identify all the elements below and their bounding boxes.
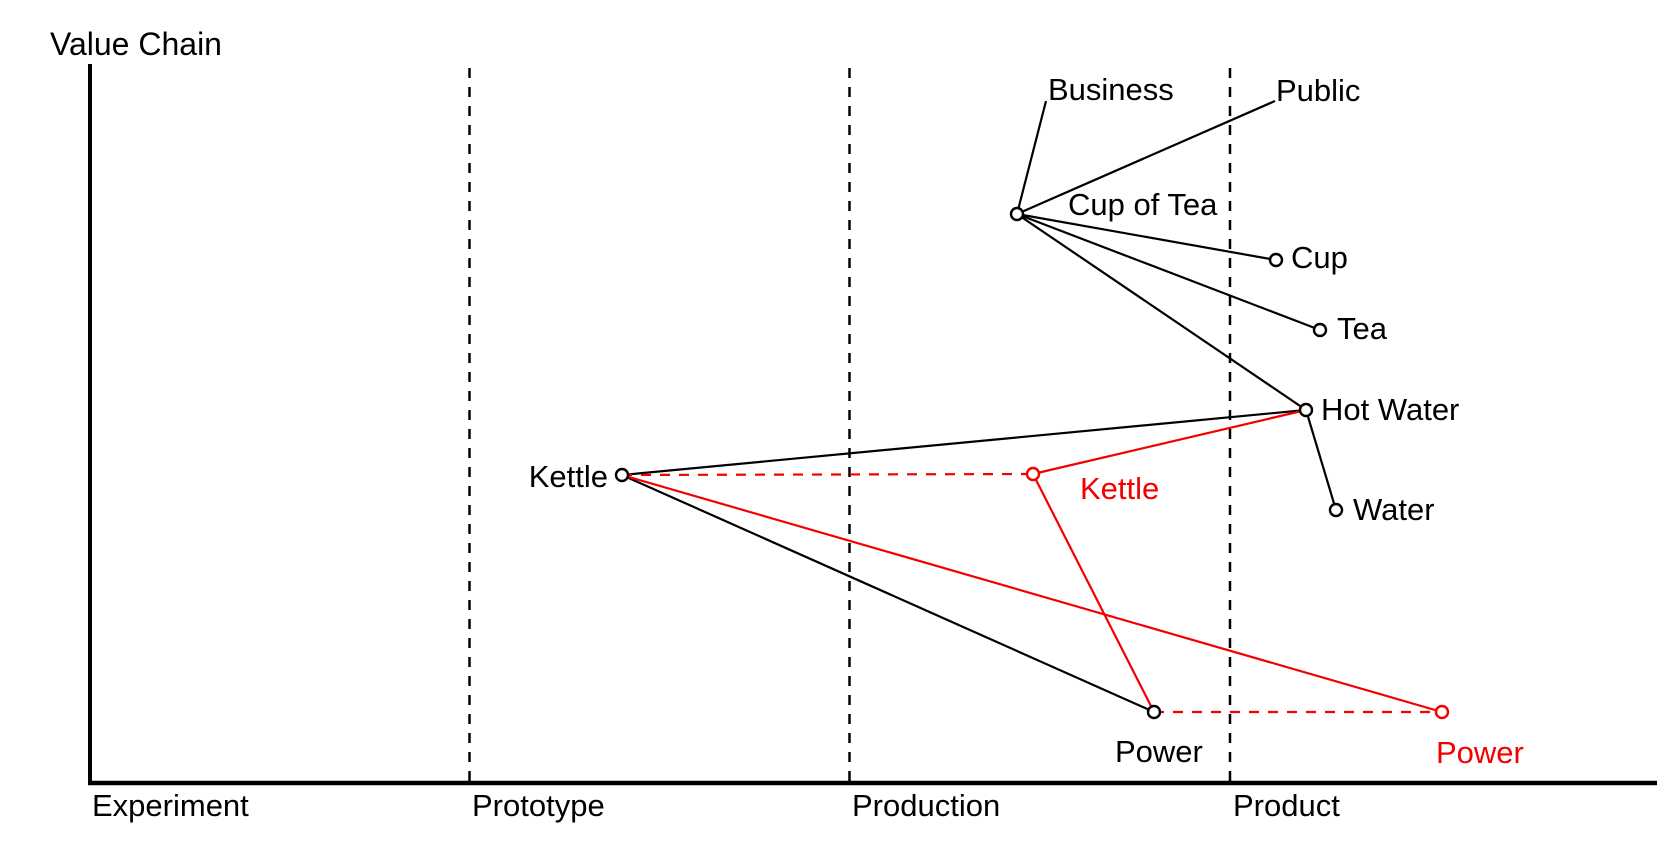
node-label-water: Water	[1353, 492, 1435, 527]
edge-hot-water-to-kettle-future	[1032, 408, 1307, 476]
stage-label-production: Production	[852, 788, 1000, 823]
node-label-public: Public	[1276, 73, 1360, 108]
node-kettle-now	[614, 467, 630, 483]
edge-kettle-now-to-power-future	[621, 473, 1443, 714]
node-label-cup: Cup	[1291, 240, 1348, 275]
node-label-power-future: Power	[1436, 735, 1524, 770]
edge-kettle-now-to-kettle-future	[621, 472, 1034, 477]
stage-label-experiment: Experiment	[92, 788, 249, 823]
edge-hot-water-to-kettle-now	[621, 408, 1307, 477]
node-tea	[1312, 322, 1328, 338]
node-label-tea: Tea	[1337, 311, 1388, 346]
edge-hot-water-to-water	[1304, 409, 1338, 511]
stage-labels: Experiment Prototype Production Product	[92, 788, 1340, 823]
edge-cup-of-tea-to-tea	[1016, 212, 1321, 332]
axes: Value Chain	[50, 26, 1657, 786]
node-cup-of-tea	[1009, 206, 1025, 222]
edge-kettle-now-to-power-now	[621, 473, 1155, 714]
node-power-now	[1146, 704, 1162, 720]
boundary-lines	[468, 68, 1232, 783]
edge-cup-of-tea-to-hot-water	[1016, 213, 1307, 411]
stage-label-prototype: Prototype	[472, 788, 605, 823]
edge-cup-of-tea-to-public	[1016, 99, 1276, 216]
edge-cup-of-tea-to-cup	[1016, 212, 1277, 262]
edges	[621, 99, 1443, 714]
node-cup	[1268, 252, 1284, 268]
node-label-kettle-future: Kettle	[1080, 471, 1159, 506]
node-label-power-now: Power	[1115, 734, 1203, 769]
edge-kettle-future-to-power-now	[1032, 473, 1155, 713]
node-label-hot-water: Hot Water	[1321, 392, 1459, 427]
node-kettle-future	[1025, 466, 1041, 482]
node-power-future	[1434, 704, 1450, 720]
node-label-business: Business	[1048, 72, 1174, 107]
node-water	[1328, 502, 1344, 518]
edge-cup-of-tea-to-business	[1015, 100, 1048, 215]
nodes	[614, 206, 1450, 720]
y-axis-title: Value Chain	[50, 26, 222, 62]
node-hot-water	[1298, 402, 1314, 418]
stage-label-product: Product	[1233, 788, 1340, 823]
node-label-kettle-now: Kettle	[529, 459, 608, 494]
node-label-cup-of-tea: Cup of Tea	[1068, 187, 1218, 222]
